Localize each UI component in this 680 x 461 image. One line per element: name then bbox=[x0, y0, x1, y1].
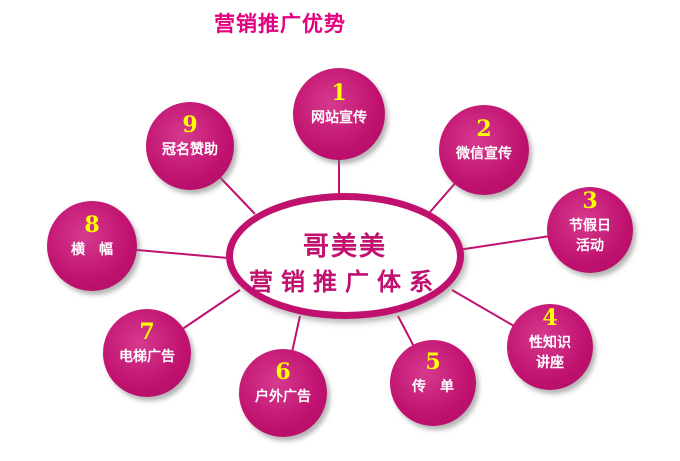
node-9: 9 冠名赞助 bbox=[146, 102, 234, 190]
center-brand: 哥美美 bbox=[302, 232, 387, 262]
node-label: 活动 bbox=[576, 238, 604, 254]
node-label: 网站宣传 bbox=[311, 110, 367, 126]
node-8: 8 横 幅 bbox=[47, 201, 137, 291]
node-number: 7 bbox=[139, 319, 155, 345]
center-subtitle: 营销推广体系 bbox=[249, 268, 441, 296]
node-number: 9 bbox=[182, 112, 198, 138]
node-label: 微信宣传 bbox=[456, 146, 512, 162]
node-number: 3 bbox=[582, 188, 598, 214]
node-number: 2 bbox=[476, 116, 492, 142]
node-number: 5 bbox=[425, 349, 441, 375]
node-label: 冠名赞助 bbox=[162, 142, 218, 158]
node-label: 节假日 bbox=[569, 218, 611, 234]
node-6: 6 户外广告 bbox=[239, 349, 327, 437]
node-7: 7 电梯广告 bbox=[103, 309, 191, 397]
page-title: 营销推广优势 bbox=[214, 12, 346, 36]
node-1: 1 网站宣传 bbox=[293, 68, 385, 160]
node-label: 性知识 bbox=[529, 335, 571, 351]
node-number: 1 bbox=[331, 80, 347, 106]
node-2: 2 微信宣传 bbox=[439, 105, 529, 195]
node-5: 5 传 单 bbox=[390, 340, 476, 426]
node-label: 电梯广告 bbox=[119, 349, 175, 365]
node-number: 4 bbox=[542, 305, 558, 331]
node-number: 6 bbox=[275, 359, 291, 385]
center-ellipse: 哥美美 营销推广体系 bbox=[226, 193, 464, 319]
node-label: 横 幅 bbox=[71, 242, 113, 258]
node-label: 户外广告 bbox=[255, 389, 311, 405]
node-label: 传 单 bbox=[412, 379, 454, 395]
node-number: 8 bbox=[84, 212, 100, 238]
node-3: 3 节假日活动 bbox=[547, 187, 633, 273]
node-label: 讲座 bbox=[536, 355, 564, 371]
node-4: 4 性知识讲座 bbox=[507, 304, 593, 390]
